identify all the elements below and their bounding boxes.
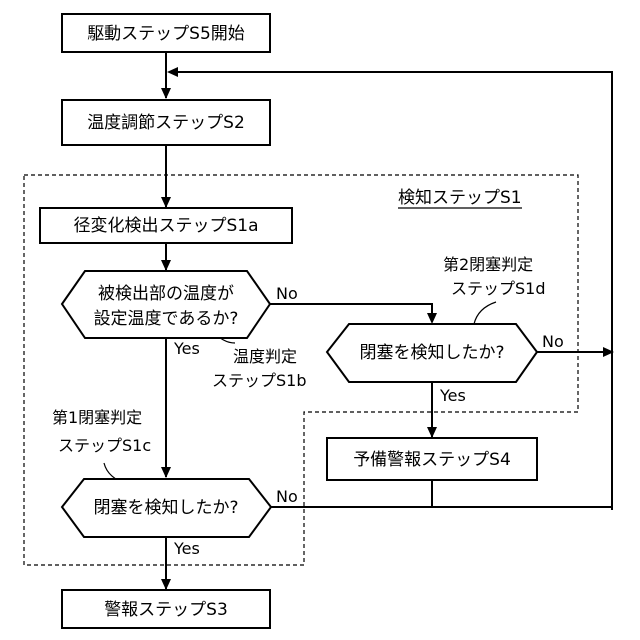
alarm-step-label: 警報ステップS3 <box>104 600 228 620</box>
leader-closure2 <box>474 302 496 324</box>
closure2-question-label: 閉塞を検知したか? <box>359 343 504 363</box>
arrowhead <box>161 579 171 590</box>
start-step-label: 駆動ステップS5開始 <box>87 24 245 44</box>
closure1-label-line2: ステップS1c <box>58 436 151 455</box>
temp-yes-label: Yes <box>173 339 200 358</box>
temp-judge-label-line1: 温度判定 <box>233 347 297 366</box>
arrowhead <box>161 88 171 99</box>
arrowhead <box>161 467 171 478</box>
closure2-label-line2: ステップS1d <box>451 279 546 298</box>
arrowhead <box>427 427 437 438</box>
temp-question-line2: 設定温度であるか? <box>94 309 239 329</box>
temp-judge-label-line2: ステップS1b <box>212 371 307 390</box>
temp-adjust-step-label: 温度調節ステップS2 <box>87 113 245 133</box>
temp-no-label: No <box>276 284 298 303</box>
arrowhead <box>161 260 171 271</box>
closure2-label-line1: 第2閉塞判定 <box>443 255 533 274</box>
radius-change-step-label: 径変化検出ステップS1a <box>73 216 258 236</box>
temp-question-line1: 被検出部の温度が <box>98 284 234 304</box>
arrowhead <box>161 197 171 208</box>
closure2-no-label: No <box>542 332 564 351</box>
detect-group-label: 検知ステップS1 <box>398 188 522 208</box>
pre-alarm-step-label: 予備警報ステップS4 <box>353 450 511 470</box>
arrowhead <box>167 67 178 77</box>
closure1-yes-label: Yes <box>173 539 200 558</box>
arrowhead <box>427 313 437 324</box>
closure1-no-label: No <box>276 487 298 506</box>
closure1-label-line1: 第1閉塞判定 <box>52 408 142 427</box>
connector-tempq-no <box>270 304 432 322</box>
closure2-yes-label: Yes <box>439 386 466 405</box>
closure1-question-label: 閉塞を検知したか? <box>93 498 238 518</box>
